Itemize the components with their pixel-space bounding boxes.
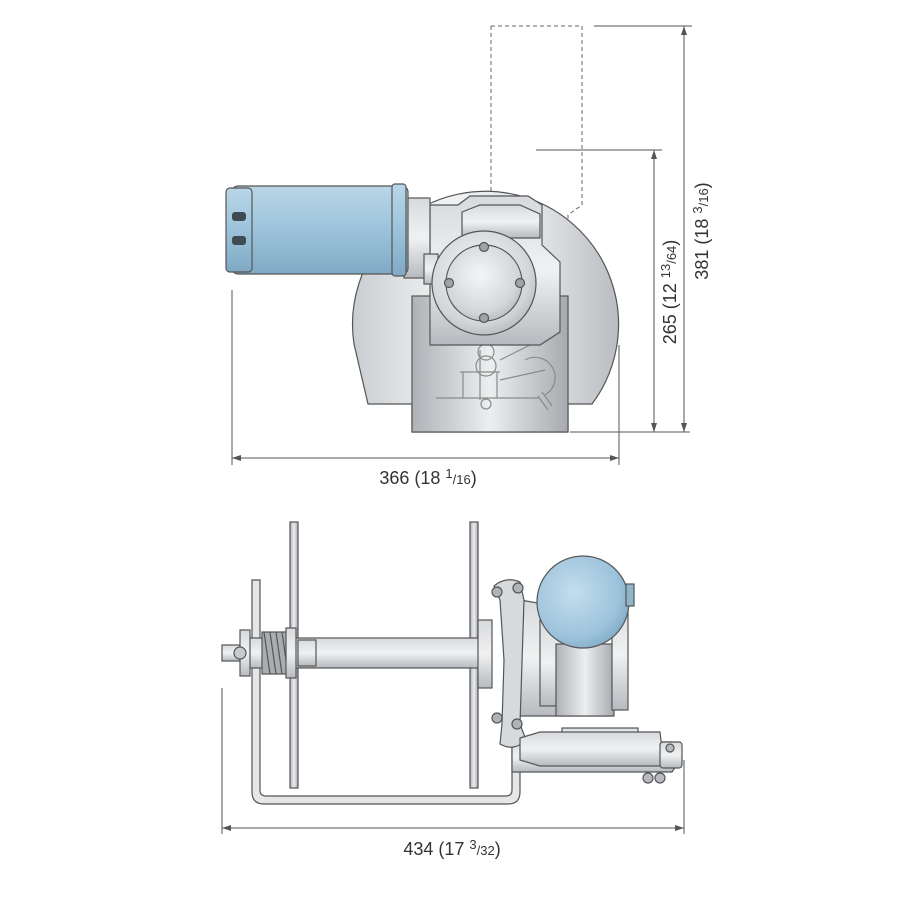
arm-bolt — [491, 712, 503, 724]
shaft-pin — [233, 646, 247, 660]
arm-bolt — [511, 718, 523, 730]
motor-clip — [625, 583, 635, 607]
drive-hub — [477, 619, 493, 689]
side-view: 434 (17 3/32) — [221, 521, 685, 859]
motor-endcap — [225, 187, 253, 273]
dimension-label-381: 381 (18 3/16) — [690, 182, 712, 279]
motor-body — [231, 185, 409, 275]
arm-bolt — [512, 582, 524, 594]
dimension-label-434: 434 (17 3/32) — [403, 837, 500, 859]
hidden-bracket — [436, 339, 556, 411]
arm-bolt — [491, 586, 503, 598]
hub-bolt — [443, 277, 455, 289]
hub-bolt — [478, 312, 490, 324]
dimension-label-366: 366 (18 1/16) — [379, 466, 476, 488]
motor-slot — [232, 212, 246, 221]
motor-band — [391, 183, 407, 277]
hub-inner — [445, 244, 523, 322]
dimension-label-265: 265 (12 13/64) — [658, 240, 680, 345]
top-view: 366 (18 1/16) 265 (12 13/64) 381 (18 3/1… — [225, 25, 712, 488]
hub-bolt — [478, 241, 490, 253]
hub-bolt — [514, 277, 526, 289]
flange-hub — [297, 639, 317, 667]
tension-spring — [261, 627, 297, 679]
motor-slot — [232, 236, 246, 245]
actuator — [519, 727, 683, 784]
side-motor-mount — [555, 643, 615, 717]
side-motor-body — [536, 555, 630, 649]
